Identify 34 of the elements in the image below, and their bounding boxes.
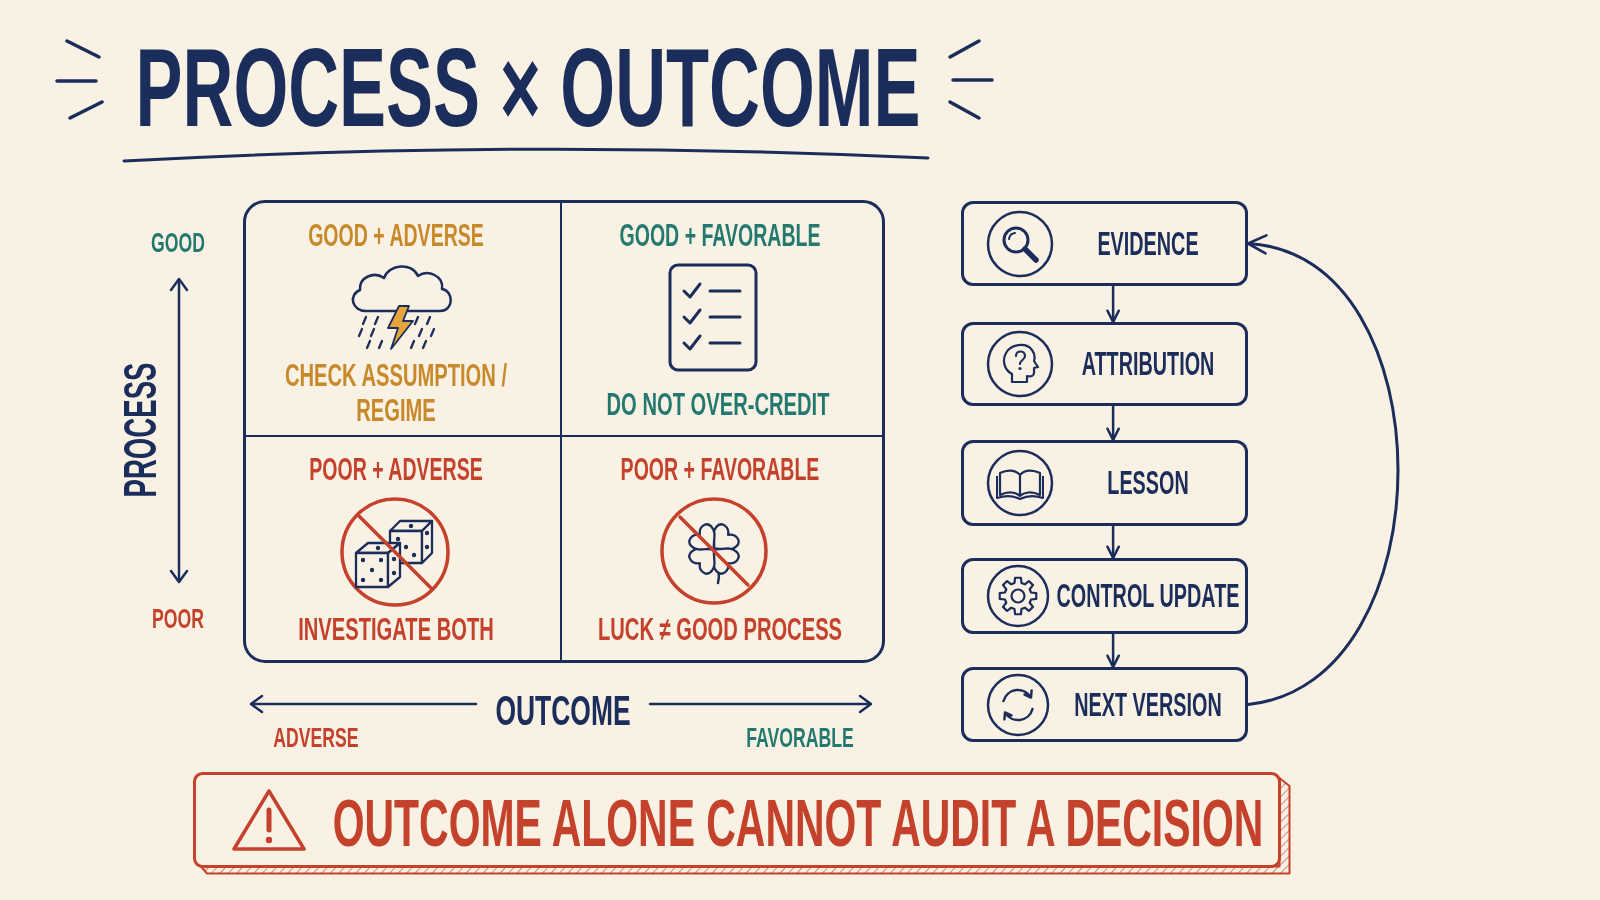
quadrant-heading: POOR + FAVORABLE: [620, 452, 820, 488]
quadrant-note: INVESTIGATE BOTH: [297, 612, 495, 648]
arrow: [1106, 404, 1121, 442]
arrow: [1106, 632, 1121, 669]
axis-label: GOOD: [151, 227, 205, 259]
step-label: NEXT VERSION: [1074, 686, 1222, 723]
step-box: [961, 322, 1248, 406]
matrix-frame: [243, 200, 885, 663]
quadrant-panel: [246, 203, 562, 437]
warning-banner: [193, 772, 1291, 875]
step-label: EVIDENCE: [1097, 225, 1199, 262]
quadrant-note: DO NOT OVER-CREDIT: [605, 387, 831, 423]
step-box: [961, 667, 1248, 742]
axis-label: FAVORABLE: [746, 722, 854, 754]
step-label: ATTRIBUTION: [1081, 345, 1215, 383]
axis-title: PROCESS: [114, 362, 166, 498]
step-box: [961, 558, 1248, 634]
step-box: [961, 201, 1248, 286]
arrow: [1106, 284, 1121, 324]
step-label: CONTROL UPDATE: [1056, 577, 1240, 615]
step-label: LESSON: [1107, 464, 1189, 502]
axis-label: ADVERSE: [273, 722, 359, 754]
quadrant-heading: GOOD + FAVORABLE: [619, 218, 821, 254]
axis-label: POOR: [152, 603, 204, 635]
quadrant-heading: POOR + ADVERSE: [309, 452, 483, 488]
axis-title: OUTCOME: [495, 687, 631, 735]
title: PROCESS × OUTCOME: [135, 26, 921, 150]
quadrant-heading: GOOD + ADVERSE: [308, 218, 484, 254]
arrow: [1106, 524, 1121, 560]
banner-text: OUTCOME ALONE CANNOT AUDIT A DECISION: [332, 786, 1264, 860]
quadrant-note: CHECK ASSUMPTION / REGIME: [283, 357, 509, 429]
quadrant-note: LUCK ≠ GOOD PROCESS: [597, 612, 843, 648]
feedback-arrow: [1246, 237, 1400, 706]
step-box: [961, 440, 1248, 526]
